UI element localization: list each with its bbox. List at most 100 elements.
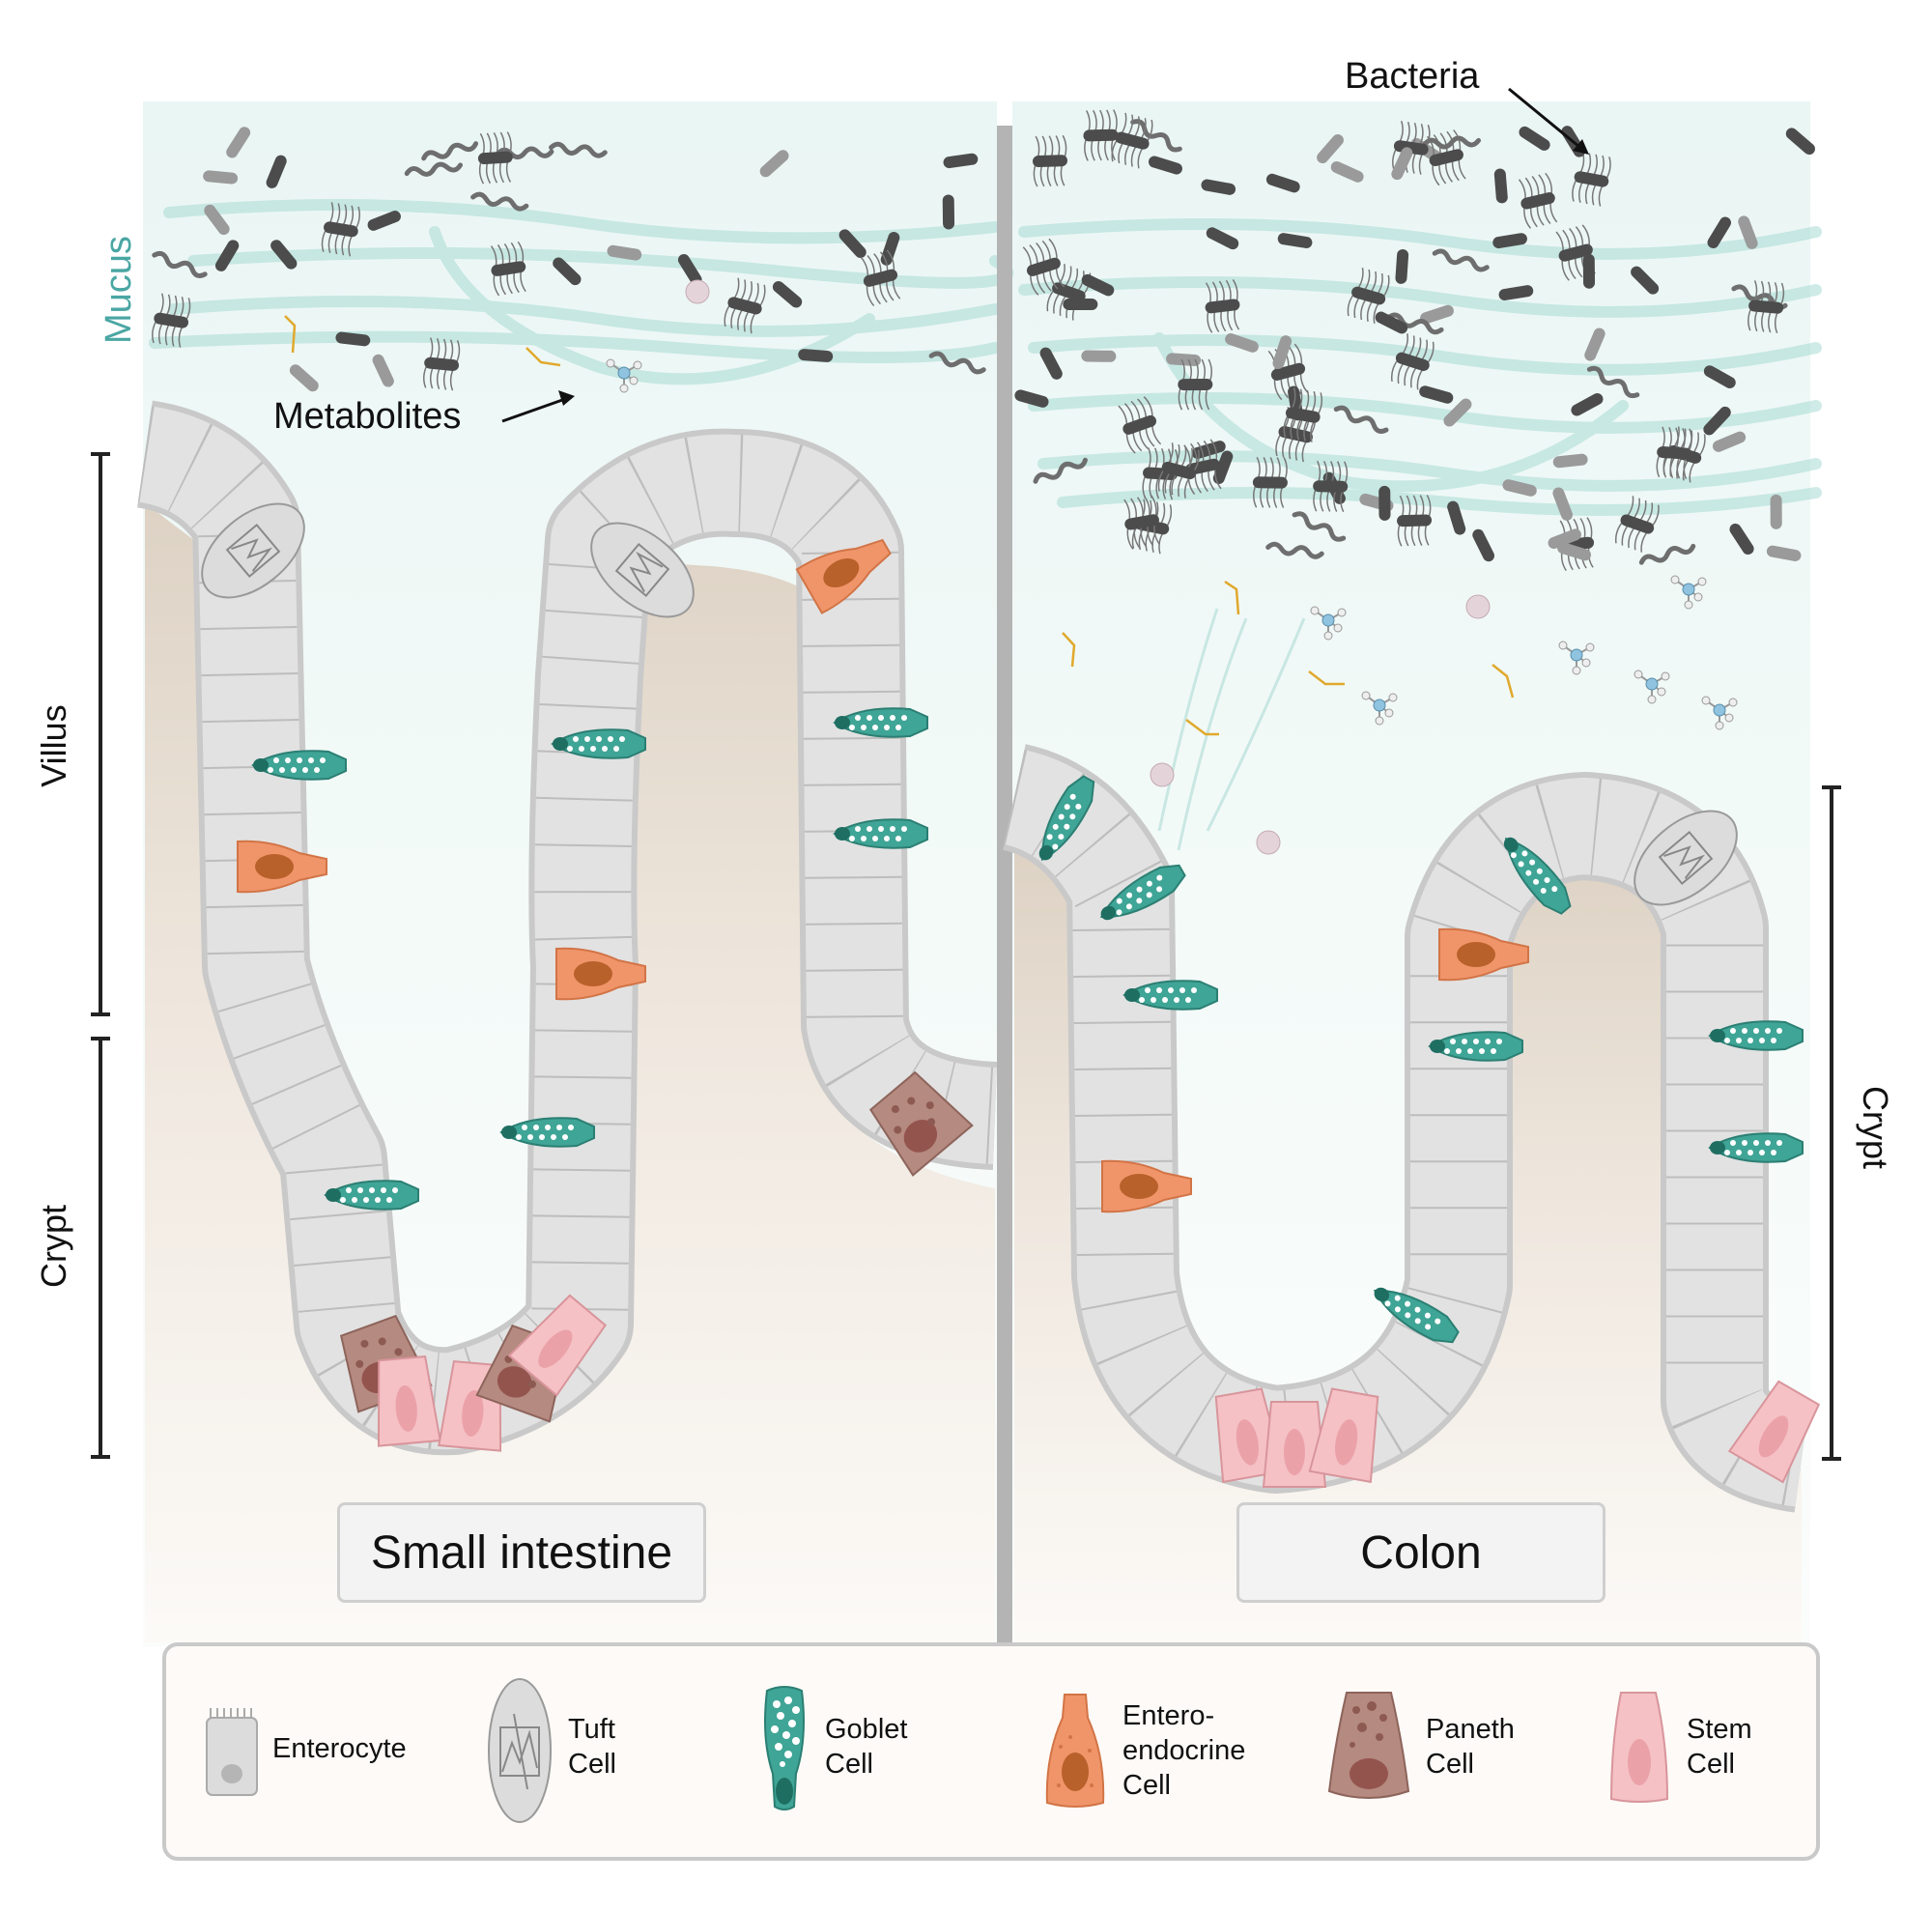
goblet-cell [1122, 980, 1218, 1011]
legend-item-enterocyte: Enterocyte [201, 1646, 452, 1857]
bacterium [367, 211, 401, 231]
bacterium [1225, 333, 1259, 353]
goblet-cell [324, 1180, 419, 1211]
crypt-label-right: Crypt [1856, 1085, 1895, 1169]
bacterium [1502, 479, 1537, 497]
bacterium [1395, 248, 1409, 284]
metabolites-arrow [501, 390, 575, 423]
bacterium [204, 204, 230, 236]
spirochete [1386, 312, 1444, 335]
bacterium [1766, 545, 1802, 561]
goblet-cell [1373, 1287, 1460, 1344]
goblet-cell [251, 750, 347, 781]
bacterium [372, 354, 394, 387]
goblet-cell [499, 1117, 595, 1148]
bacterium [1081, 350, 1117, 362]
bacterium [1083, 109, 1119, 161]
metabolite-particles [685, 279, 1491, 855]
enteroendocrine-cell-icon [1045, 1694, 1105, 1808]
legend-item-enteroendocrine: Entero- endocrine Cell [1041, 1646, 1293, 1857]
spirochete [1586, 365, 1640, 399]
bacteria-arrow [1508, 87, 1589, 155]
bacteria-label: Bacteria [1345, 56, 1480, 97]
bacterium [1272, 335, 1293, 369]
legend-item-goblet: Goblet Cell [757, 1646, 980, 1857]
spirochete [1033, 457, 1088, 484]
tuft-cell [590, 522, 695, 618]
legend-text: Cell [1426, 1749, 1474, 1780]
bacterium [1265, 173, 1300, 193]
crypt-bracket-right [1822, 785, 1841, 1461]
bacterium [1063, 298, 1098, 310]
bacterium [1420, 304, 1454, 325]
bacterium [423, 337, 461, 391]
enterocyte-icon [206, 1708, 258, 1796]
bacterium [1572, 152, 1611, 207]
mucus-fibres [1157, 608, 1306, 851]
bacterium [1493, 168, 1508, 204]
bacterium [1552, 453, 1588, 469]
tuft-cell [201, 502, 305, 599]
goblet-cell [1428, 1031, 1523, 1062]
bacterium [1033, 134, 1068, 187]
legend-label-goblet: Goblet Cell [825, 1712, 907, 1782]
bacterium [724, 277, 766, 334]
bacterium [1443, 398, 1472, 427]
mucus-label: Mucus [99, 236, 139, 344]
bacterium [1391, 147, 1413, 181]
bacterium [1212, 450, 1234, 485]
bacterium [1347, 267, 1390, 324]
bacterium [942, 194, 955, 230]
bacterium [1447, 500, 1466, 535]
enteroendocrine-cell [555, 947, 646, 1001]
legend-item-paneth: Paneth Cell [1325, 1646, 1548, 1857]
crypt-label-left: Crypt [34, 1205, 73, 1289]
bacterium [226, 127, 251, 158]
spirochete [1130, 119, 1182, 153]
bacterium [1252, 456, 1288, 508]
spirochete [1265, 541, 1324, 559]
bacterium [1283, 387, 1323, 442]
legend-label-paneth: Paneth Cell [1426, 1712, 1515, 1782]
bacterium [1201, 179, 1236, 195]
spirochete [1333, 405, 1389, 434]
molecule [1310, 606, 1347, 641]
enteroendocrine-cell [1101, 1159, 1192, 1213]
bacterium [1081, 273, 1115, 297]
bacterium [1118, 396, 1162, 454]
bacterium [1277, 233, 1313, 249]
bacterium [1552, 487, 1573, 521]
bacterium [1205, 279, 1240, 333]
bacterium [270, 240, 298, 270]
spirochete [1638, 543, 1696, 565]
colon-epithelium [1001, 744, 1810, 1513]
bacterium [1206, 227, 1239, 250]
bacterium [1157, 442, 1200, 499]
bacterium [1738, 215, 1758, 249]
bacterium [1426, 129, 1466, 186]
bacterium [1729, 523, 1754, 556]
bacterium [1014, 389, 1049, 408]
crypt-bracket-left [91, 1037, 110, 1459]
legend-text: Paneth [1426, 1714, 1515, 1745]
bacterium [1557, 542, 1592, 561]
bacterium [1419, 385, 1454, 404]
paneth-cell-icon [1327, 1692, 1410, 1799]
legend-item-stem: Stem Cell [1605, 1646, 1799, 1857]
small-intestine-label: Small intestine [337, 1502, 706, 1603]
bacterium [1317, 134, 1344, 164]
bacterium [214, 240, 240, 271]
villus-bracket [91, 452, 110, 1016]
molecule [606, 358, 642, 393]
bacterium [1039, 347, 1063, 380]
bacterium [1123, 494, 1161, 550]
bacterium [1022, 238, 1065, 296]
tuft-cell-icon [488, 1678, 552, 1823]
bacterium [607, 244, 642, 261]
goblet-cell-icon [764, 1686, 805, 1810]
villus-label: Villus [34, 704, 73, 787]
spirochete [1422, 135, 1482, 150]
bacterium [335, 331, 371, 347]
